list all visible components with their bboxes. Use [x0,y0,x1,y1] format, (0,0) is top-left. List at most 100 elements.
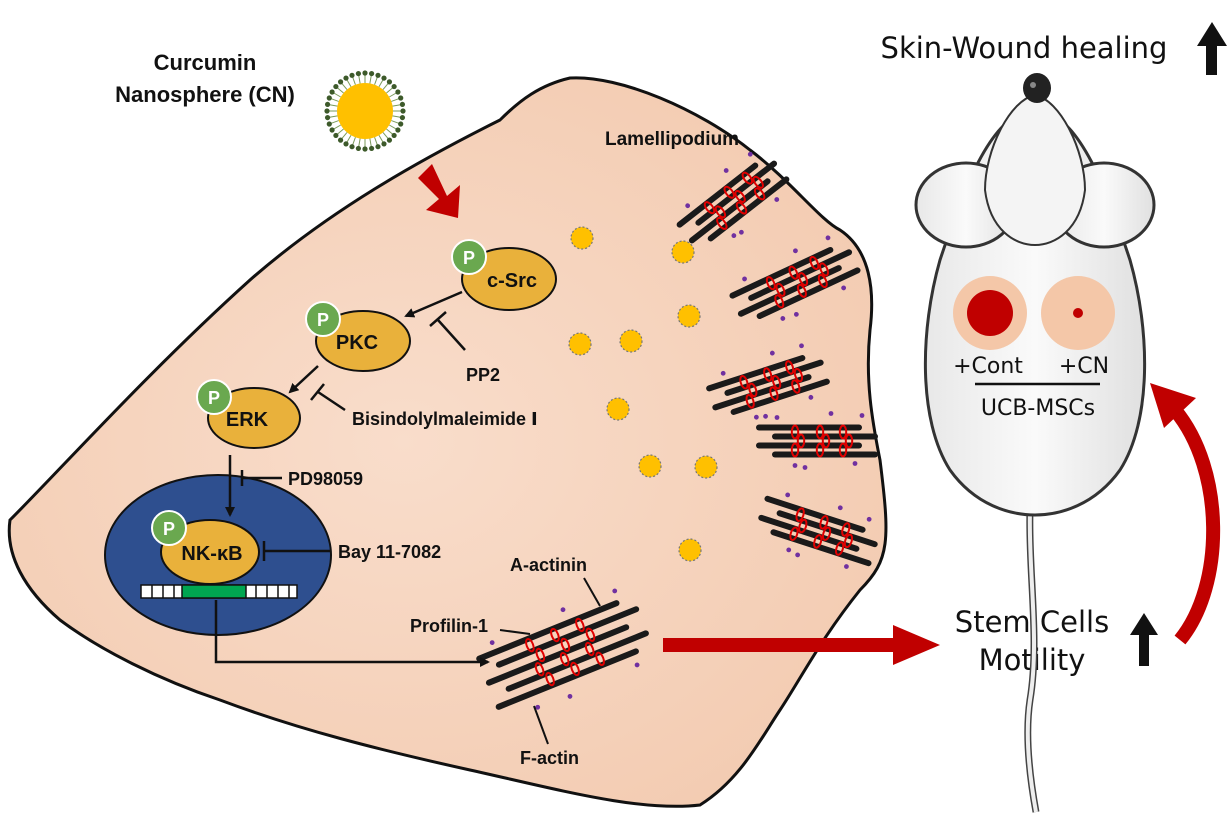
svg-text:P: P [317,310,329,330]
actinin-crosslink [765,276,776,291]
nfkb-label: NK-κB [181,543,242,565]
arrow-nfkb-to-actin [214,600,490,667]
profilin-dot [685,203,691,209]
wound-healing-label: Skin-Wound healing [881,31,1168,65]
actinin-crosslink [595,651,605,666]
actinin-crosslink [741,171,754,185]
actin-bundle [706,343,830,420]
nanosphere-label-line1: Curcumin [154,50,257,75]
nanoparticle [694,455,718,479]
actinin-crosslink [798,518,808,534]
actinin-crosslink [714,205,727,219]
profilin-dot [793,311,799,317]
erk-protein: ERK [207,387,301,449]
actin-filament [505,630,649,692]
actinin-crosslink [791,379,801,394]
profilin-dot [828,411,834,416]
profilin-dot [742,276,747,282]
nanoparticle [568,332,592,356]
profilin-dot [844,564,849,569]
actinin-crosslink [838,442,848,458]
bisindolylmaleimide-label: Bisindolylmaleimide Ⅰ [352,409,538,429]
actinin-crosslink [793,367,804,383]
profilin-dot [859,413,865,418]
nanoparticle [638,454,662,478]
actinin-crosslink [769,386,779,401]
motility-up-arrow-icon [1130,613,1158,666]
actinin-crosslink [560,637,571,652]
pp2-label: PP2 [466,365,500,385]
profilin-dot [720,370,726,376]
actinin-crosslink [734,189,746,203]
profilin-leader [499,629,531,635]
actinin-crosslink [575,617,585,633]
arrow-csrc-to-pkc [404,290,463,318]
profilin-dot [489,640,495,645]
nanoparticle [671,240,695,264]
bay-label: Bay 11-7082 [338,542,441,562]
actin-bundle [676,151,790,244]
wound-healing-up-arrow-icon [1197,22,1227,75]
actin-bundle [756,411,878,470]
actin-filament [495,606,640,668]
lamellipodium-label: Lamellipodium [605,129,739,150]
actinin-crosslink [753,187,766,201]
actinin-crosslink [834,541,845,556]
inhibitor-bay [262,541,330,561]
actin-bundles [476,151,878,710]
erk-label: ERK [226,409,269,431]
actinin-crosslink [795,507,805,522]
mouse-illustration [914,73,1156,813]
phospho-badge-erk: P [196,379,232,415]
actinin-crosslink [723,185,735,199]
actinin-crosslink [796,283,807,298]
profilin-dot [802,465,808,470]
actinin-crosslink [788,265,799,280]
entry-arrow-icon [418,164,460,218]
profilin-dot [731,233,737,238]
f-actin-leader [533,705,549,745]
actin-filament [476,600,620,662]
profilin-dot [799,343,804,349]
actinin-crosslink [752,175,764,189]
actin-bundle [729,235,861,321]
profilin-dot [808,394,814,400]
actinin-crosslink [821,526,832,542]
inhibitor-pd98059 [240,470,282,486]
profilin-dot [792,463,798,468]
nanosphere-label-line2: Nanosphere (CN) [115,82,295,107]
actinin-crosslink [716,216,728,230]
actinin-crosslink [534,662,545,677]
actinin-crosslink [843,533,854,549]
profilin-dot [723,168,729,173]
profilin-dot [780,316,786,321]
actinin-crosslink [841,522,851,537]
profilin-dot [634,662,640,668]
ucb-mscs-label: UCB-MSCs [981,396,1095,421]
actinin-crosslink [790,442,800,458]
actinin-crosslink [813,534,823,549]
actinin-crosslink [584,641,595,657]
profilin-dot [612,588,618,594]
profilin-dot [567,693,573,699]
profilin-dot [837,505,843,511]
actinin-crosslink [819,262,829,277]
phospho-badge-pkc: P [305,301,341,337]
inhibitor-bisindolylmaleimide [310,383,346,412]
actinin-crosslink [735,201,748,215]
cn-label: +CN [1059,354,1109,379]
profilin-dot [769,350,775,356]
profilin-dot [738,229,744,235]
actinin-crosslink [763,367,773,382]
actinin-crosslink [550,627,560,643]
curved-return-arrow-icon [1150,383,1221,645]
profilin-dot [774,415,780,420]
profilin-dot [825,235,831,241]
profilin-dot [793,248,798,254]
cell-body [7,76,888,808]
actin-bundle [758,492,878,569]
actin-filament [764,495,866,533]
actinin-crosslink [798,272,809,287]
actin-filament [485,624,630,686]
